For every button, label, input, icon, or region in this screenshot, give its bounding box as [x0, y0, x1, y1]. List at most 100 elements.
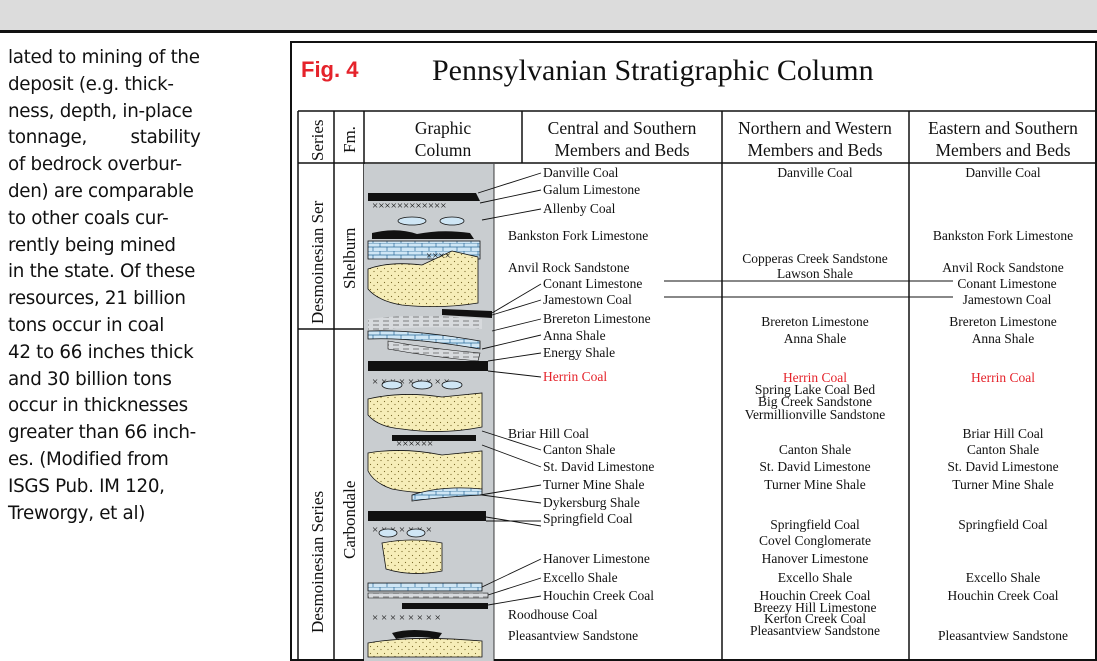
- member-label: Galum Limestone: [543, 182, 640, 197]
- stratigraphic-table: Series Fm. Graphic Column Central and So…: [297, 110, 1097, 661]
- member-label: Canton Shale: [967, 442, 1039, 457]
- member-label: Briar Hill Coal: [963, 426, 1044, 441]
- member-label: Briar Hill Coal: [508, 426, 589, 441]
- leader-lines: [477, 172, 953, 606]
- member-label: Hanover Limestone: [543, 551, 650, 566]
- sandstone-bed: [367, 450, 483, 494]
- northern-column: Danville Coal Copperas Creek Sandstone L…: [742, 165, 887, 638]
- clay-marks: ××××××××××××: [372, 200, 446, 212]
- member-label: Houchin Creek Coal: [543, 588, 654, 603]
- coal-bed: [442, 309, 492, 318]
- text-line: in the state. Of these: [8, 261, 196, 283]
- member-label: Dykersburg Shale: [543, 495, 640, 510]
- top-banner: [0, 0, 1097, 33]
- member-label: Kerton Creek Coal: [764, 611, 866, 626]
- body-text: lated to mining of the deposit (e.g. thi…: [8, 45, 276, 527]
- member-label: Canton Shale: [543, 442, 615, 457]
- header-graphic-2: Column: [415, 140, 472, 160]
- member-label: Turner Mine Shale: [764, 477, 866, 492]
- nodule: [411, 380, 433, 390]
- member-label: Bankston Fork Limestone: [508, 228, 648, 243]
- text-line: den) are comparable: [8, 180, 194, 202]
- member-label: St. David Limestone: [947, 459, 1058, 474]
- text-line: resources, 21 billion: [8, 288, 186, 310]
- coal-bed: [402, 603, 488, 609]
- coal-bed: [392, 435, 476, 441]
- member-label: Houchin Creek Coal: [760, 588, 871, 603]
- member-label: Brereton Limestone: [949, 314, 1057, 329]
- member-label: Canton Shale: [779, 442, 851, 457]
- series-label-lower: Desmoinesian Series: [308, 491, 327, 633]
- member-label: St. David Limestone: [543, 459, 654, 474]
- limestone-bed: [367, 330, 481, 350]
- member-label: Excello Shale: [966, 570, 1041, 585]
- member-label: Brereton Limestone: [543, 311, 651, 326]
- member-label: Danville Coal: [777, 165, 853, 180]
- shale-bed: [367, 592, 489, 599]
- header-series: Series: [308, 119, 327, 161]
- member-label: Allenby Coal: [543, 201, 616, 216]
- member-label: Turner Mine Shale: [543, 477, 645, 492]
- header-central-1: Central and Southern: [548, 118, 697, 138]
- header-northern-1: Northern and Western: [738, 118, 892, 138]
- member-label: Breezy Hill Limestone: [754, 600, 877, 615]
- member-label: Anna Shale: [543, 328, 606, 343]
- member-label: Excello Shale: [778, 570, 853, 585]
- member-label: Pleasantview Sandstone: [938, 628, 1068, 643]
- nodule: [397, 216, 427, 226]
- header-northern-2: Members and Beds: [747, 140, 882, 160]
- formation-shelburn: Shelburn: [340, 227, 359, 289]
- text-line: es. (Modified from: [8, 448, 169, 470]
- text-line: lated to mining of the: [8, 47, 200, 68]
- member-label: Lawson Shale: [777, 266, 853, 281]
- text-line: deposit (e.g. thick-: [8, 73, 174, 95]
- header-eastern-2: Members and Beds: [935, 140, 1070, 160]
- member-label: Bankston Fork Limestone: [933, 228, 1073, 243]
- member-label: Houchin Creek Coal: [948, 588, 1059, 603]
- nodule: [378, 528, 398, 538]
- member-label: Excello Shale: [543, 570, 618, 585]
- member-label: Springfield Coal: [543, 511, 633, 526]
- member-label: Pleasantview Sandstone: [750, 623, 880, 638]
- member-label-herrin: Herrin Coal: [543, 369, 607, 384]
- member-label: Springfield Coal: [958, 517, 1048, 532]
- sandstone-bed: [367, 250, 479, 307]
- text-line: ness, depth, in-place: [8, 100, 193, 122]
- member-label: Turner Mine Shale: [952, 477, 1054, 492]
- text-line: tons occur in coal: [8, 314, 165, 336]
- text-line: greater than 66 inch-: [8, 422, 196, 444]
- member-label: Hanover Limestone: [762, 551, 869, 566]
- member-label: Danville Coal: [543, 165, 619, 180]
- sandstone-bed: [367, 392, 483, 432]
- header-eastern-1: Eastern and Southern: [928, 118, 1078, 138]
- coal-bed: [368, 193, 480, 201]
- graphic-column: ×××××××××××× ×××× × × × × × × × × × ××××…: [364, 164, 495, 661]
- member-label: Springfield Coal: [770, 517, 860, 532]
- member-label: Jamestown Coal: [543, 292, 632, 307]
- member-label: Anna Shale: [784, 331, 847, 346]
- sandstone-bed: [381, 539, 443, 574]
- text-line: of bedrock overbur-: [8, 154, 182, 176]
- member-label: Brereton Limestone: [761, 314, 869, 329]
- member-label: Anvil Rock Sandstone: [942, 260, 1064, 275]
- text-line: rently being mined: [8, 234, 176, 256]
- coal-lens: [372, 230, 474, 239]
- member-label: Danville Coal: [965, 165, 1041, 180]
- central-column: Danville Coal Galum Limestone Allenby Co…: [508, 165, 654, 643]
- clay-marks: ××××××: [396, 438, 433, 450]
- member-label: Covel Conglomerate: [759, 533, 871, 548]
- member-label: Conant Limestone: [957, 276, 1056, 291]
- member-label: Pleasantview Sandstone: [508, 628, 638, 643]
- nodule: [381, 380, 403, 390]
- figure-label: Fig. 4: [301, 57, 359, 82]
- member-label: Anvil Rock Sandstone: [508, 260, 630, 275]
- header-fm: Fm.: [340, 126, 359, 153]
- member-label: St. David Limestone: [759, 459, 870, 474]
- eastern-column: Danville Coal Bankston Fork Limestone An…: [933, 165, 1073, 643]
- text-line: ISGS Pub. IM 120,: [8, 475, 165, 497]
- clay-marks: × × × × × × × ×: [372, 612, 441, 624]
- shale-bed: [368, 316, 482, 331]
- stratigraphic-figure: Fig. 4 Pennsylvanian Stratigraphic Colum…: [290, 41, 1097, 661]
- text-line: 42 to 66 inches thick: [8, 341, 194, 363]
- coal-bed-springfield: [368, 511, 486, 521]
